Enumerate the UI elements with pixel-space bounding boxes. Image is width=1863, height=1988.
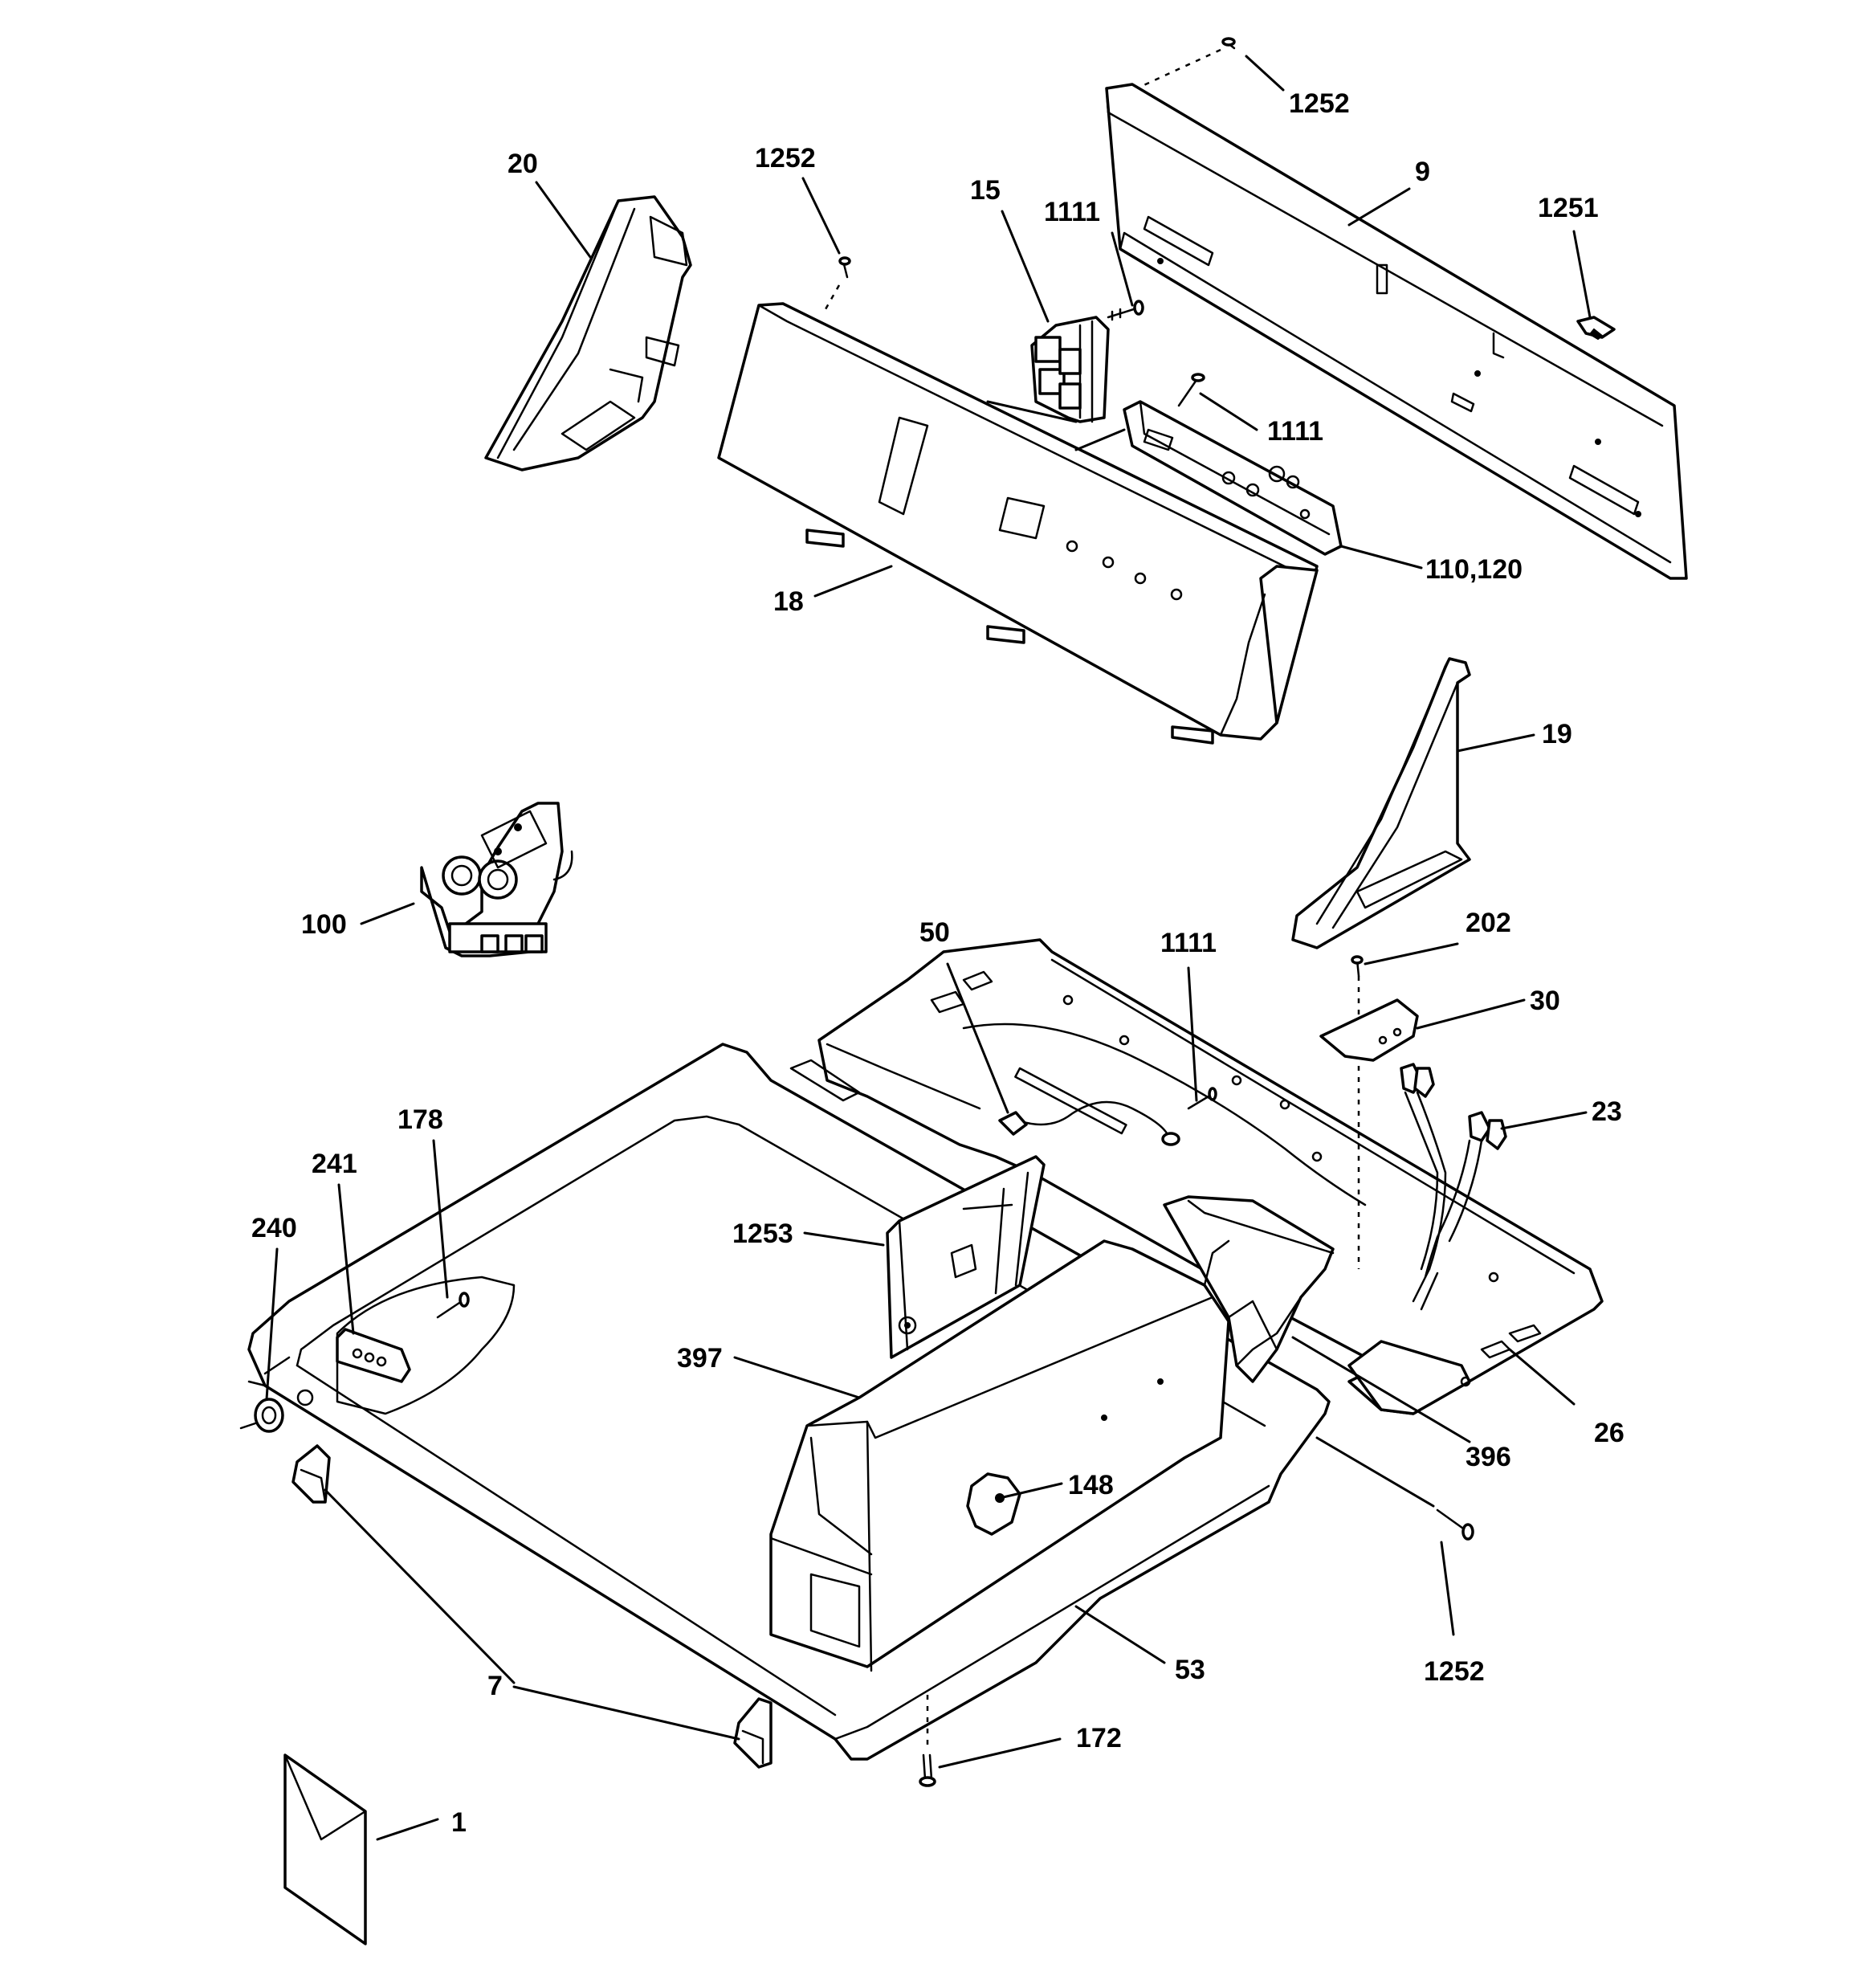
callout-19: 19 <box>1542 719 1572 749</box>
clip-1251 <box>1576 316 1616 341</box>
callout-396: 396 <box>1466 1442 1511 1472</box>
duct-housing-396 <box>1163 1195 1335 1383</box>
main-base-pan <box>247 1043 1331 1761</box>
knob-240 <box>239 1398 284 1433</box>
callout-1252-top: 1252 <box>1289 88 1350 119</box>
screw-1252-bottom <box>1315 1436 1474 1541</box>
callout-1252-bottom: 1252 <box>1424 1656 1485 1687</box>
leveling-leg-7-right <box>733 1697 773 1769</box>
callout-110-120: 110,120 <box>1425 554 1523 585</box>
callout-1111-a: 1111 <box>1044 197 1100 227</box>
hinge-block-241 <box>336 1328 411 1383</box>
callout-26: 26 <box>1594 1418 1625 1448</box>
ground-wire-50 <box>998 1100 1180 1146</box>
end-cap-left <box>484 195 692 471</box>
leveling-leg-7-left <box>291 1444 331 1504</box>
screw-1252-top <box>1139 37 1236 88</box>
screw-1252-mid <box>824 256 851 310</box>
callout-1111-b: 1111 <box>1267 416 1323 447</box>
literature-envelope-1 <box>283 1753 367 1945</box>
callout-15: 15 <box>970 175 1001 206</box>
callout-240: 240 <box>251 1213 297 1243</box>
screw-1111-b <box>1177 373 1205 407</box>
callout-53: 53 <box>1175 1655 1205 1685</box>
screw-178 <box>436 1292 470 1319</box>
control-panel <box>717 302 1319 745</box>
backsplash-rear-panel <box>1105 83 1688 580</box>
callout-23: 23 <box>1592 1096 1622 1127</box>
callout-148: 148 <box>1068 1470 1114 1500</box>
terminal-plate-30 <box>1319 998 1419 1062</box>
mounting-bracket-1253 <box>886 1155 1046 1359</box>
leader-lines <box>265 55 1592 1841</box>
screw-1111-a <box>1107 300 1144 321</box>
callout-1253: 1253 <box>732 1219 793 1249</box>
callout-7: 7 <box>487 1671 503 1701</box>
callout-202: 202 <box>1466 908 1511 938</box>
callout-1251: 1251 <box>1538 193 1599 223</box>
callout-labels: 1252 9 1251 20 1252 15 1111 1111 110,120… <box>251 88 1625 1838</box>
callout-9: 9 <box>1415 157 1430 187</box>
callout-397: 397 <box>677 1343 723 1374</box>
callout-1252-mid: 1252 <box>755 143 816 173</box>
callout-1: 1 <box>451 1807 467 1838</box>
callout-20: 20 <box>508 149 538 179</box>
callout-18: 18 <box>773 586 804 617</box>
callout-1111-c: 1111 <box>1160 928 1217 958</box>
screw-172 <box>919 1695 936 1787</box>
screw-1111-c <box>1187 1087 1217 1110</box>
callout-100: 100 <box>301 909 347 940</box>
callout-178: 178 <box>397 1104 443 1135</box>
switch-block-15 <box>1030 316 1110 423</box>
timer-100 <box>420 802 573 957</box>
callout-241: 241 <box>312 1149 357 1179</box>
callout-30: 30 <box>1530 986 1560 1016</box>
end-cap-right <box>1291 657 1471 949</box>
callout-50: 50 <box>919 917 950 948</box>
callout-172: 172 <box>1076 1723 1122 1753</box>
